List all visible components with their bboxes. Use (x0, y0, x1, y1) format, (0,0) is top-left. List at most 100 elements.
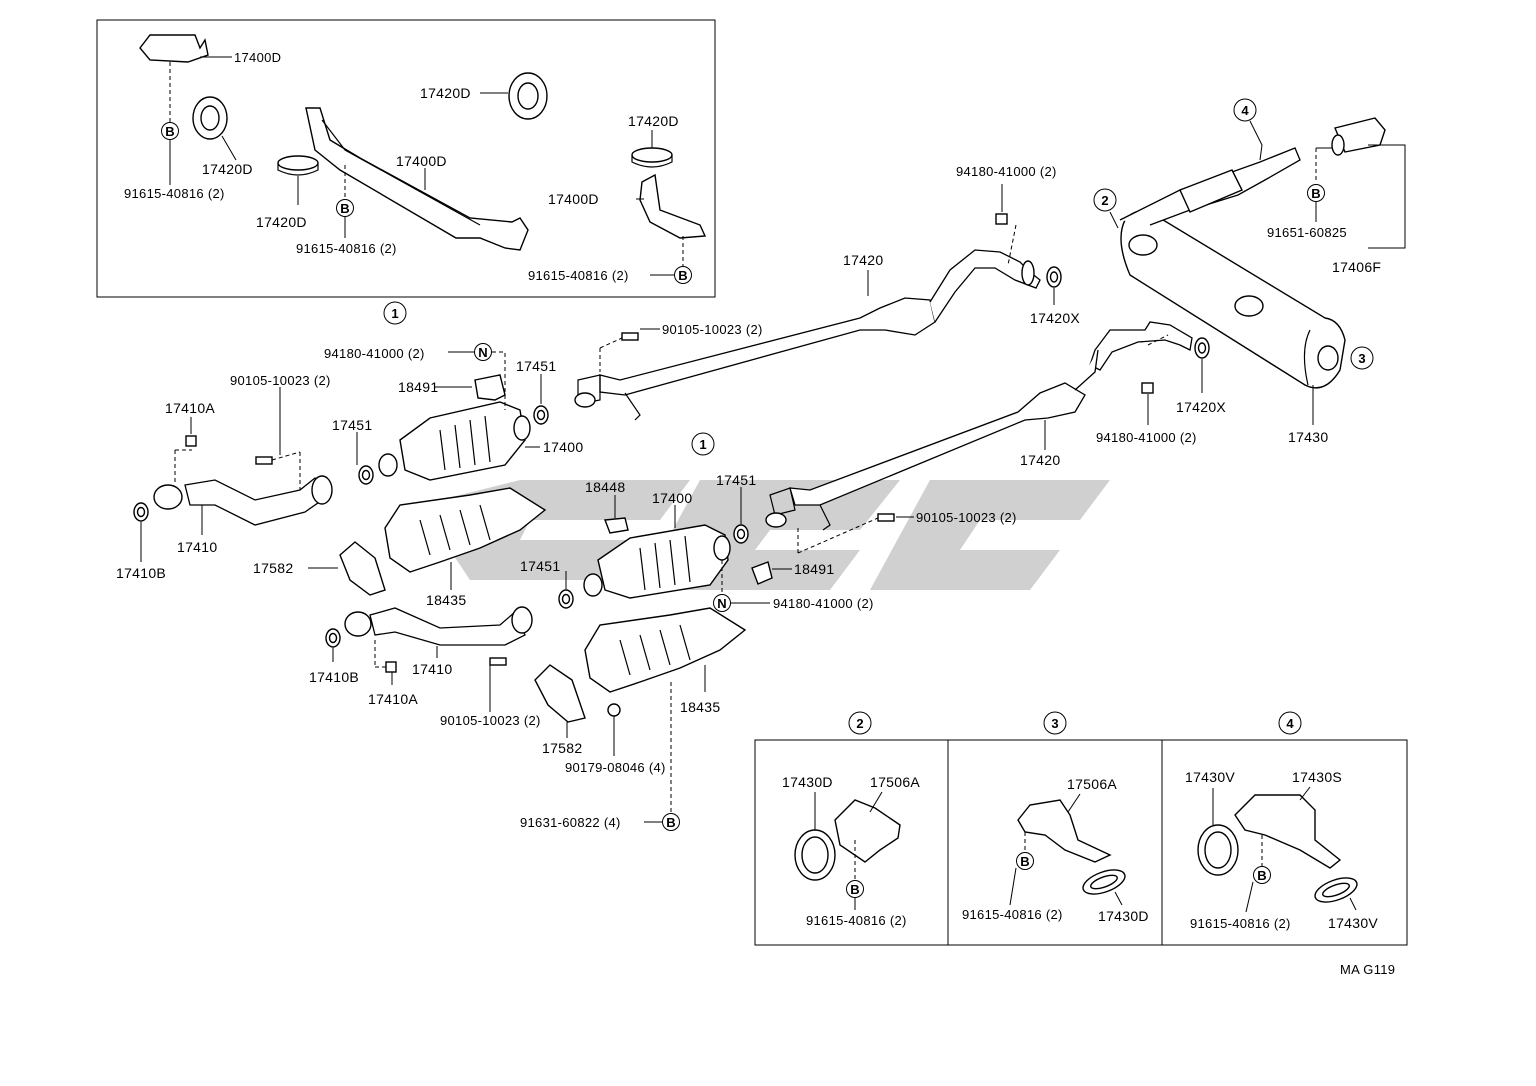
label-90105-right: 90105-10023 (2) (916, 510, 1017, 525)
catalytic-converter-17400-upper (378, 401, 531, 481)
detail-boxes-frame (754, 739, 1408, 946)
catalytic-converter-17400-lower (583, 524, 731, 599)
cover-17582-upper (339, 541, 386, 596)
svg-text:B: B (1257, 868, 1266, 883)
svg-text:1: 1 (391, 306, 398, 321)
label-17430: 17430 (1288, 429, 1328, 445)
label-17410B-a: 17410B (116, 565, 166, 581)
gasket-flat-d (631, 147, 673, 168)
gasket-17451-b (358, 465, 374, 485)
label-17420D-b: 17420D (256, 214, 307, 230)
gasket-flat-b (277, 155, 319, 176)
label-17451-c: 17451 (716, 472, 756, 488)
bracket-box3 (1017, 799, 1112, 863)
nut-90179 (607, 703, 621, 717)
label-17420D-c: 17420D (420, 85, 471, 101)
svg-text:4: 4 (1286, 716, 1294, 731)
label-17451-b: 17451 (332, 417, 372, 433)
callout-1-main: 1 (691, 432, 715, 456)
svg-text:B: B (1020, 854, 1029, 869)
front-pipe-17410-upper (153, 475, 333, 526)
label-18435-a: 18435 (426, 592, 466, 608)
gasket-box4-ring (1197, 824, 1239, 876)
label-17400-b: 17400 (652, 490, 692, 506)
label-box3-91615: 91615-40816 (2) (962, 907, 1063, 922)
svg-text:B: B (1311, 186, 1320, 201)
label-90105-upper: 90105-10023 (2) (662, 322, 763, 337)
callout-3-muffler: 3 (1350, 346, 1374, 370)
label-18491-a: 18491 (398, 379, 438, 395)
gasket-17410B-b (325, 628, 341, 648)
label-17410-a: 17410 (177, 539, 217, 555)
label-box2-91615: 91615-40816 (2) (806, 913, 907, 928)
label-90105-low: 90105-10023 (2) (440, 713, 541, 728)
tailpipe-17420-upper (574, 249, 1041, 421)
label-17410-b: 17410 (412, 661, 452, 677)
diagram-id: MA G119 (1340, 962, 1395, 977)
gasket-17451-d (558, 589, 574, 609)
bolt-symbol-b2: B (336, 199, 354, 217)
label-18448: 18448 (585, 479, 625, 495)
bolt-symbol-b5: B (662, 813, 680, 831)
svg-text:B: B (850, 882, 859, 897)
label-17420-lower: 17420 (1020, 452, 1060, 468)
callout-3-box: 3 (1043, 711, 1067, 735)
label-box2-17506A: 17506A (870, 774, 920, 790)
label-94180-left: 94180-41000 (2) (324, 346, 425, 361)
label-17420X-upper: 17420X (1030, 310, 1080, 326)
label-17420D-a: 17420D (202, 161, 253, 177)
callout-4-muffler: 4 (1233, 98, 1257, 122)
svg-text:B: B (678, 268, 687, 283)
svg-text:3: 3 (1051, 716, 1058, 731)
label-18435-b: 18435 (680, 699, 720, 715)
label-box3-17506A: 17506A (1067, 776, 1117, 792)
bolt-symbol-b3: B (674, 266, 692, 284)
gasket-ring-c (508, 72, 548, 120)
label-91615-inset-a: 91615-40816 (2) (124, 186, 225, 201)
bolt-symbol-b1: B (161, 122, 179, 140)
svg-text:4: 4 (1241, 103, 1249, 118)
cover-17582-lower (534, 664, 586, 723)
heat-shield-18435-lower (584, 607, 747, 693)
bolt-90105-right (877, 513, 895, 522)
tailpipe-17420-lower (765, 349, 1099, 531)
label-box4-17430S: 17430S (1292, 769, 1342, 785)
svg-text:2: 2 (1101, 193, 1108, 208)
label-17410A-b: 17410A (368, 691, 418, 707)
bolt-90105-low (489, 657, 507, 666)
label-17400-a: 17400 (543, 439, 583, 455)
label-box4-17430V-b: 17430V (1328, 915, 1378, 931)
inset-box-1 (96, 19, 716, 298)
bracket-box4 (1234, 794, 1342, 869)
nut-94180-right (1141, 382, 1154, 394)
label-17582-b: 17582 (542, 740, 582, 756)
gasket-17420X-lower (1194, 337, 1210, 359)
gasket-17410B-a (133, 502, 149, 522)
label-90179: 90179-08046 (4) (565, 760, 666, 775)
label-17400D-mid: 17400D (396, 153, 447, 169)
label-94180-right: 94180-41000 (2) (1096, 430, 1197, 445)
label-18491-b: 18491 (794, 561, 834, 577)
label-17451-a: 17451 (516, 358, 556, 374)
callout-2-muffler: 2 (1093, 188, 1117, 212)
bracket-17400D-top (139, 34, 232, 63)
label-17420-upper: 17420 (843, 252, 883, 268)
label-17400D-right: 17400D (548, 191, 599, 207)
label-17406F: 17406F (1332, 259, 1381, 275)
svg-text:B: B (340, 201, 349, 216)
bracket-box2 (834, 799, 901, 863)
label-box4-17430V-a: 17430V (1185, 769, 1235, 785)
bolt-symbol-box2: B (846, 880, 864, 898)
nut-17410A-b (385, 661, 397, 673)
label-91631: 91631-60822 (4) (520, 815, 621, 830)
label-17582-a: 17582 (253, 560, 293, 576)
bracket-17400D-long (305, 107, 529, 251)
label-91615-inset-c: 91615-40816 (2) (528, 268, 629, 283)
bracket-18448 (604, 517, 629, 534)
svg-text:3: 3 (1358, 351, 1365, 366)
svg-text:B: B (666, 815, 675, 830)
label-94180-mid: 94180-41000 (2) (773, 596, 874, 611)
label-17420D-d: 17420D (628, 113, 679, 129)
bolt-symbol-box3: B (1016, 852, 1034, 870)
